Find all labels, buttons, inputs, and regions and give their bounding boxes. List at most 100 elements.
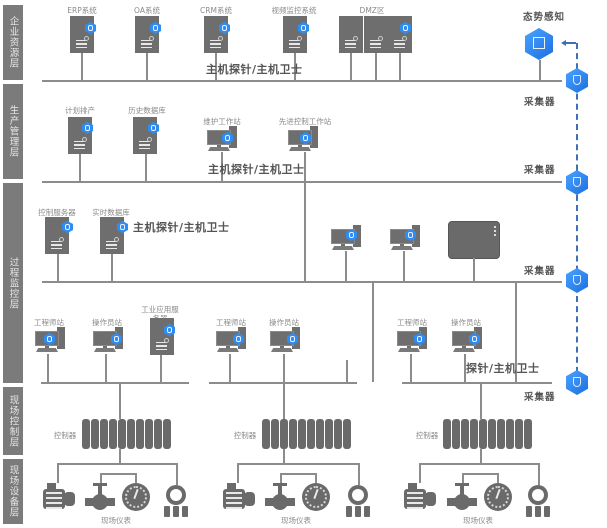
device-bus: [237, 463, 359, 465]
situational-awareness-icon[interactable]: [525, 28, 553, 60]
layer-field-device: 现场设备层: [3, 459, 23, 524]
link: [283, 449, 285, 463]
shield-icon: [405, 229, 416, 241]
controller-3[interactable]: [443, 419, 532, 449]
link-production-process: [304, 181, 306, 281]
link: [539, 60, 541, 80]
controller-2[interactable]: [262, 419, 351, 449]
link: [47, 354, 49, 382]
probe-label-process: 主机探针/主机卫士: [133, 221, 230, 234]
link: [81, 53, 83, 80]
situational-awareness-label: 态势感知: [523, 12, 566, 23]
valve-icon: [447, 483, 477, 511]
server-dmz-3[interactable]: [388, 16, 412, 53]
gauge-icon: [302, 483, 330, 511]
collector-icon-production[interactable]: [566, 170, 588, 195]
link: [399, 53, 401, 80]
server-planning[interactable]: [68, 117, 92, 154]
server-industrial-app[interactable]: [150, 318, 174, 355]
server-video[interactable]: [283, 16, 307, 53]
link: [403, 251, 405, 281]
link: [473, 258, 475, 281]
shield-icon: [62, 221, 73, 233]
link: [111, 254, 113, 281]
shield-icon: [298, 22, 309, 34]
link: [215, 53, 217, 80]
link: [350, 53, 352, 80]
link: [135, 473, 137, 483]
motor-icon: [43, 483, 75, 509]
link: [410, 354, 412, 382]
node-label-eng-3: 工程师站: [397, 318, 427, 327]
link: [480, 382, 482, 419]
link: [280, 473, 282, 483]
field-instruments-label-2: 现场仪表: [281, 516, 311, 525]
link: [419, 463, 421, 483]
node-label-op-2: 操作员站: [269, 318, 299, 327]
probe-label-production: 主机探针/主机卫士: [208, 163, 305, 176]
controller-1[interactable]: [82, 419, 171, 449]
collector-label-production: 采集器: [524, 165, 556, 176]
link: [462, 473, 464, 483]
collector-icon-process[interactable]: [566, 268, 588, 293]
server-dmz-1[interactable]: [339, 16, 363, 53]
link: [176, 463, 178, 485]
link: [345, 251, 347, 281]
server-oa[interactable]: [135, 16, 159, 53]
shield-icon: [164, 324, 175, 336]
link: [480, 449, 482, 463]
controller-label-1: 控制器: [53, 431, 77, 440]
link: [464, 354, 466, 382]
arrow-left-icon: [561, 40, 566, 46]
gauge-icon: [484, 483, 512, 511]
link: [160, 355, 162, 382]
link: [57, 254, 59, 281]
valve-icon: [265, 483, 295, 511]
server-erp[interactable]: [70, 16, 94, 53]
device-bus: [280, 473, 316, 475]
device-bus: [419, 463, 539, 465]
controller-label-3: 控制器: [415, 431, 439, 440]
link: [538, 463, 540, 485]
workstation-process-1[interactable]: [331, 225, 361, 253]
link: [497, 473, 499, 483]
server-crm[interactable]: [204, 16, 228, 53]
process-bus: [42, 281, 562, 283]
pressure-gauge-icon: [164, 485, 188, 517]
link: [304, 152, 306, 181]
link: [315, 473, 317, 483]
layer-enterprise: 企业资源层: [3, 5, 23, 80]
link: [358, 463, 360, 485]
group3-bus: [402, 382, 552, 384]
workstation-process-2[interactable]: [390, 225, 420, 253]
link: [346, 360, 348, 382]
node-label-op-3: 操作员站: [451, 318, 481, 327]
device-bus: [100, 473, 136, 475]
valve-icon: [85, 483, 115, 511]
collector-label-control: 采集器: [524, 392, 556, 403]
node-label-eng-2: 工程师站: [216, 318, 246, 327]
link: [283, 382, 285, 419]
collector-icon-enterprise[interactable]: [566, 68, 588, 93]
production-bus: [42, 181, 562, 183]
collector-label-process: 采集器: [524, 266, 556, 277]
link: [105, 354, 107, 382]
node-label-oa: OA系统: [134, 6, 160, 15]
collector-icon-control[interactable]: [566, 370, 588, 395]
link: [375, 53, 377, 80]
shield-icon: [85, 22, 96, 34]
node-label-dmz: DMZ区: [359, 6, 385, 15]
field-instruments-label-3: 现场仪表: [463, 516, 493, 525]
shield-icon: [82, 122, 93, 134]
server-dmz-2[interactable]: [364, 16, 388, 53]
layer-production: 生产管理层: [3, 84, 23, 179]
shield-icon: [148, 122, 159, 134]
hmi-panel[interactable]: [448, 221, 500, 259]
link: [237, 463, 239, 483]
link-process-group1: [372, 281, 374, 382]
motor-icon: [223, 483, 255, 509]
link: [229, 354, 231, 382]
link: [119, 449, 121, 463]
node-label-rtdb: 实时数据库: [92, 208, 130, 217]
node-label-eng-1: 工程师站: [34, 318, 64, 327]
